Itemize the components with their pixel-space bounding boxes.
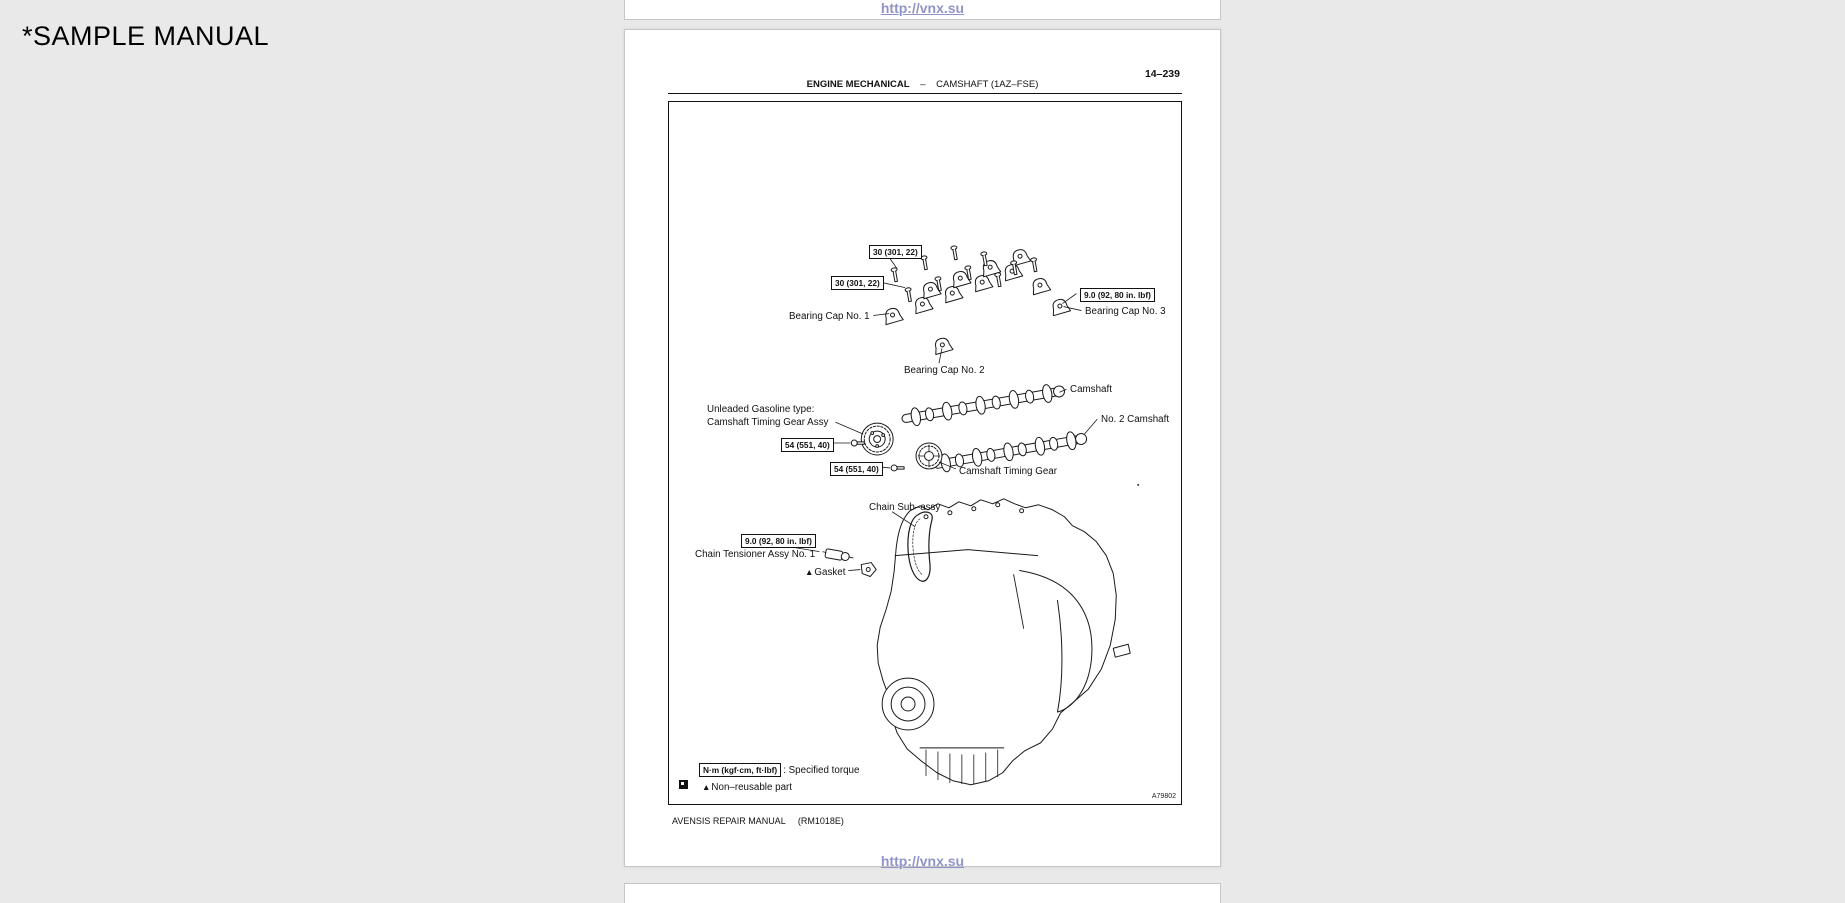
label-unleaded-gasoline-type: Unleaded Gasoline type:	[707, 404, 815, 415]
label-camshaft-timing-gear: Camshaft Timing Gear	[959, 466, 1058, 477]
previous-page-partial	[624, 0, 1221, 20]
label-chain-tensioner: Chain Tensioner Assy No. 1	[695, 549, 816, 560]
legend-torque-row: N·m (kgf·cm, ft·lbf): Specified torque	[699, 763, 859, 777]
watermark-link-top[interactable]: http://vnx.su	[880, 0, 965, 16]
label-bearing-cap-3: Bearing Cap No. 3	[1085, 306, 1166, 317]
next-page-partial	[624, 883, 1221, 903]
label-camshaft: Camshaft	[1070, 384, 1112, 395]
header-separator: –	[920, 79, 926, 90]
torque-spec-54-assy: 54 (551, 40)	[781, 438, 834, 452]
header-rule	[668, 93, 1182, 94]
legend-nonreusable-row: ▲Non–reusable part	[702, 782, 792, 793]
torque-spec-54-gear: 54 (551, 40)	[830, 462, 883, 476]
page-number: 14–239	[1144, 68, 1180, 80]
legend-torque-desc: : Specified torque	[783, 765, 860, 776]
label-gasket: ▲Gasket	[805, 567, 845, 578]
label-bearing-cap-1: Bearing Cap No. 1	[789, 311, 870, 322]
label-chain-subassy: Chain Sub–assy	[869, 502, 941, 513]
engine-exploded-diagram	[776, 245, 1140, 786]
torque-spec-90-caps: 9.0 (92, 80 in. lbf)	[1080, 288, 1155, 302]
figure-code: A79802	[1151, 793, 1176, 800]
header-section: ENGINE MECHANICAL	[806, 79, 910, 90]
label-bearing-cap-2: Bearing Cap No. 2	[904, 365, 985, 376]
figure-frame: 30 (301, 22) 30 (301, 22) 9.0 (92, 80 in…	[668, 101, 1182, 805]
label-camshaft-timing-gear-assy: Camshaft Timing Gear Assy	[707, 417, 829, 428]
label-no2-camshaft: No. 2 Camshaft	[1101, 414, 1170, 425]
label-gasket-text: Gasket	[814, 567, 846, 578]
non-reusable-triangle-icon: ▲	[702, 782, 711, 792]
sample-manual-label: *SAMPLE MANUAL	[22, 21, 270, 51]
torque-spec-30-upper: 30 (301, 22)	[869, 245, 922, 259]
page-header: ENGINE MECHANICAL – CAMSHAFT (1AZ–FSE)	[625, 79, 1220, 90]
footer-manual-name: AVENSIS REPAIR MANUAL	[672, 816, 786, 826]
page-footer: AVENSIS REPAIR MANUAL (RM1018E)	[672, 816, 844, 826]
corner-mark-icon	[679, 780, 688, 789]
watermark-link-bottom[interactable]: http://vnx.su	[880, 853, 965, 869]
legend-nonreusable-text: Non–reusable part	[711, 782, 793, 793]
manual-page: 14–239 ENGINE MECHANICAL – CAMSHAFT (1AZ…	[624, 29, 1221, 867]
footer-manual-code: (RM1018E)	[797, 816, 844, 826]
legend-torque-box: N·m (kgf·cm, ft·lbf)	[699, 763, 782, 777]
non-reusable-triangle-icon: ▲	[805, 567, 814, 577]
torque-spec-90-tensioner: 9.0 (92, 80 in. lbf)	[741, 534, 816, 548]
header-topic: CAMSHAFT (1AZ–FSE)	[936, 79, 1039, 90]
torque-spec-30-lower: 30 (301, 22)	[831, 276, 884, 290]
